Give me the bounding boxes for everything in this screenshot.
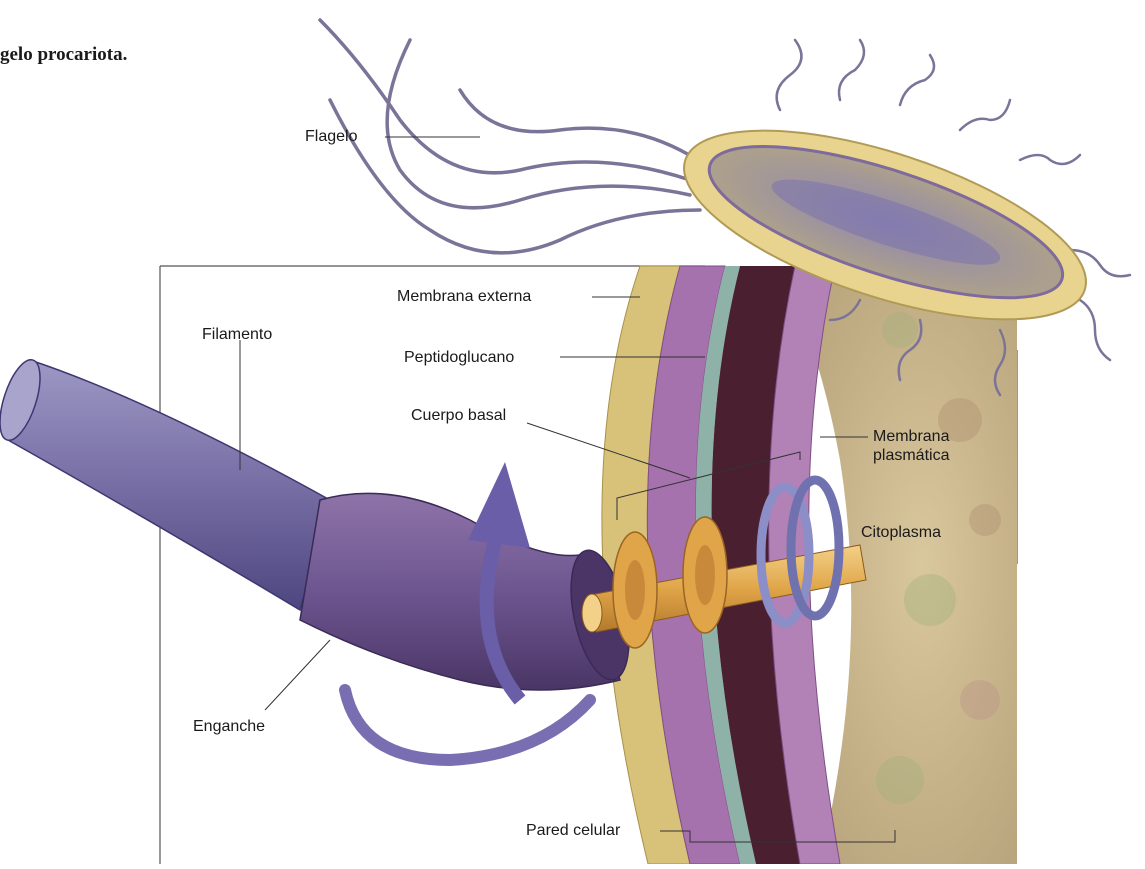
rotation-arrowhead (468, 462, 530, 548)
filament (8, 360, 330, 610)
label-pared-celular: Pared celular (526, 822, 620, 840)
label-membrana-plasmatica-2: plasmática (873, 447, 949, 465)
figure-caption: gelo procariota. (0, 44, 127, 66)
rod-end (582, 594, 602, 632)
label-filamento: Filamento (202, 326, 272, 344)
label-citoplasma: Citoplasma (861, 524, 941, 542)
bacterium-flagella (320, 20, 705, 253)
label-membrana-externa: Membrana externa (397, 288, 531, 306)
label-membrana-plasmatica-1: Membrana (873, 428, 949, 446)
label-cuerpo-basal: Cuerpo basal (411, 407, 506, 425)
label-flagelo: Flagelo (305, 128, 357, 146)
rotation-arrow-back (345, 690, 590, 760)
label-peptidoglucano: Peptidoglucano (404, 349, 514, 367)
leader-enganche (265, 640, 330, 710)
label-enganche: Enganche (193, 718, 265, 736)
